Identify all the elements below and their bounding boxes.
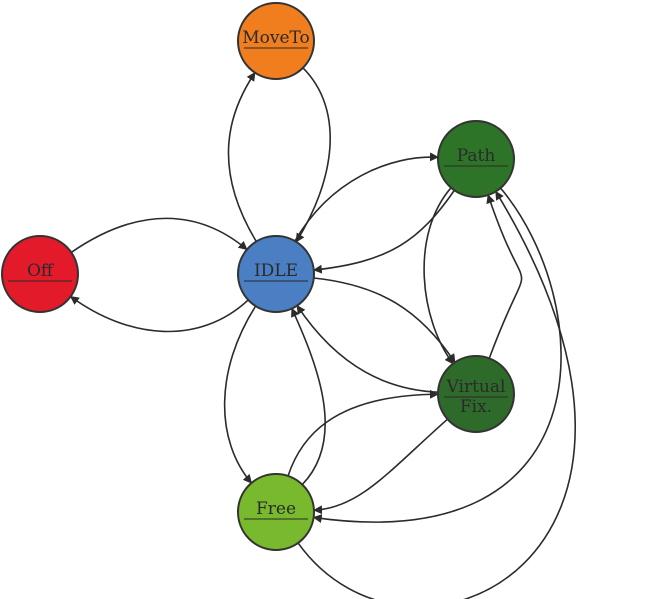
edge-off-to-idle	[70, 217, 248, 254]
state-label-moveto-line-1: MoveTo	[242, 28, 310, 48]
edge-idle-to-off	[69, 295, 249, 333]
state-node-idle: IDLE	[237, 235, 315, 313]
edge-virtual-to-path	[486, 194, 523, 359]
state-circle-virtual	[437, 355, 515, 433]
state-label-path-line-1: Path	[457, 146, 496, 166]
state-label-free-line-1: Free	[256, 499, 296, 519]
state-node-off: Off	[1, 235, 79, 313]
edge-idle-to-path	[294, 152, 439, 242]
edge-virtual-to-idle	[296, 304, 439, 394]
edge-path-to-virtual	[423, 187, 454, 365]
state-circle-free	[237, 473, 315, 551]
state-circle-idle	[237, 235, 315, 313]
state-label-virtual-line-1: Virtual	[446, 377, 506, 397]
edge-path-to-idle	[312, 189, 456, 274]
state-circle-off	[1, 235, 79, 313]
state-node-path: Path	[437, 120, 515, 198]
transition-edges	[69, 67, 577, 599]
edge-idle-to-free	[223, 305, 257, 484]
edge-free-to-idle	[291, 307, 326, 486]
edge-idle-to-moveto	[227, 71, 258, 242]
edge-path-to-free	[312, 187, 562, 524]
state-label-off-line-1: Off	[27, 261, 55, 281]
state-label-idle-line-1: IDLE	[254, 261, 298, 281]
state-circle-path	[437, 120, 515, 198]
edge-virtual-to-free	[313, 418, 449, 515]
edge-free-to-path	[297, 190, 577, 599]
state-node-free: Free	[237, 473, 315, 551]
state-label-virtual-line-2: Fix.	[460, 397, 492, 417]
edge-free-to-virtual	[287, 389, 439, 477]
state-node-moveto: MoveTo	[237, 2, 315, 80]
state-circle-moveto	[237, 2, 315, 80]
